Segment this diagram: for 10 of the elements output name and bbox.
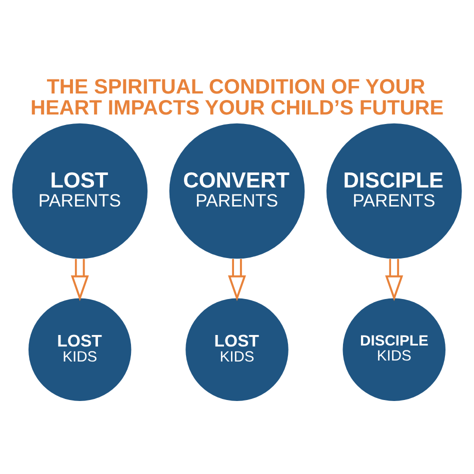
node-circle: DISCIPLE KIDS	[342, 298, 446, 401]
diagram-title: THE SPIRITUAL CONDITION OF YOUR HEART IMPACTS YOUR CHILD’S FUTURE	[30, 75, 444, 119]
arrow	[385, 258, 404, 301]
node-circle: LOST KIDS	[186, 298, 288, 401]
node-circle: LOST PARENTS	[12, 122, 148, 258]
node-circle: DISCIPLE PARENTS	[326, 122, 462, 258]
node-circle: LOST KIDS	[28, 298, 132, 401]
arrow	[70, 258, 89, 301]
arrow	[228, 258, 246, 301]
node-circle: CONVERT PARENTS	[169, 122, 305, 258]
